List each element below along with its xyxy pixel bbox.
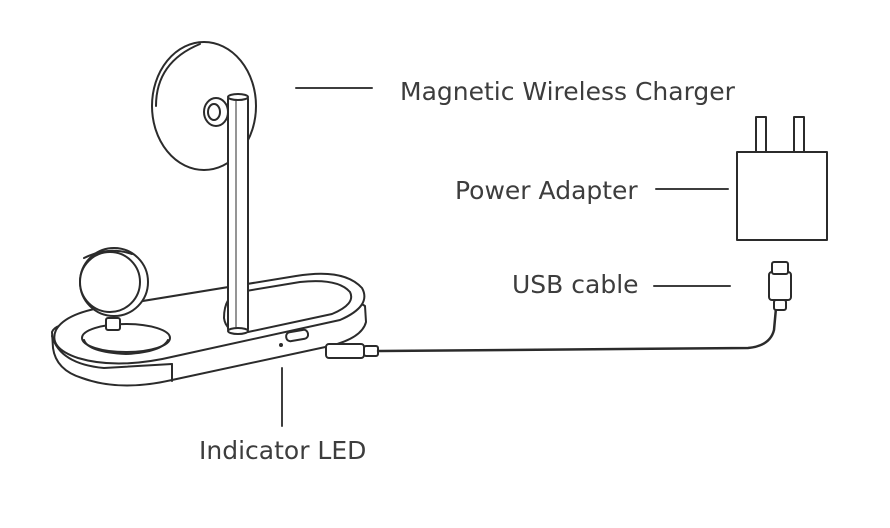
label-magnetic-wireless-charger: Magnetic Wireless Charger: [400, 77, 735, 106]
right-charging-pad: [223, 280, 353, 334]
leader-lines: [281, 87, 731, 427]
watch-well: [81, 323, 171, 353]
base-top-surface: [53, 272, 366, 365]
indicator-led-dot: [279, 343, 283, 347]
magnetic-wireless-charger: [151, 41, 257, 335]
adapter-body: [736, 151, 828, 241]
label-usb-cable: USB cable: [512, 270, 639, 299]
cable-connector-base: [325, 343, 365, 359]
base-button: [285, 328, 310, 343]
charging-base: [51, 272, 367, 387]
cable-wire: [376, 306, 778, 353]
usb-cable: [325, 261, 792, 359]
charger-pole: [227, 95, 249, 333]
label-power-adapter: Power Adapter: [455, 176, 638, 205]
cable-connector-adapter: [768, 271, 792, 301]
adapter-prong-left: [755, 116, 767, 156]
power-adapter: [736, 116, 828, 241]
base-front-edge: [51, 335, 173, 381]
adapter-prong-right: [793, 116, 805, 156]
label-indicator-led: Indicator LED: [199, 436, 367, 465]
watch-charger-puck: [79, 247, 149, 331]
